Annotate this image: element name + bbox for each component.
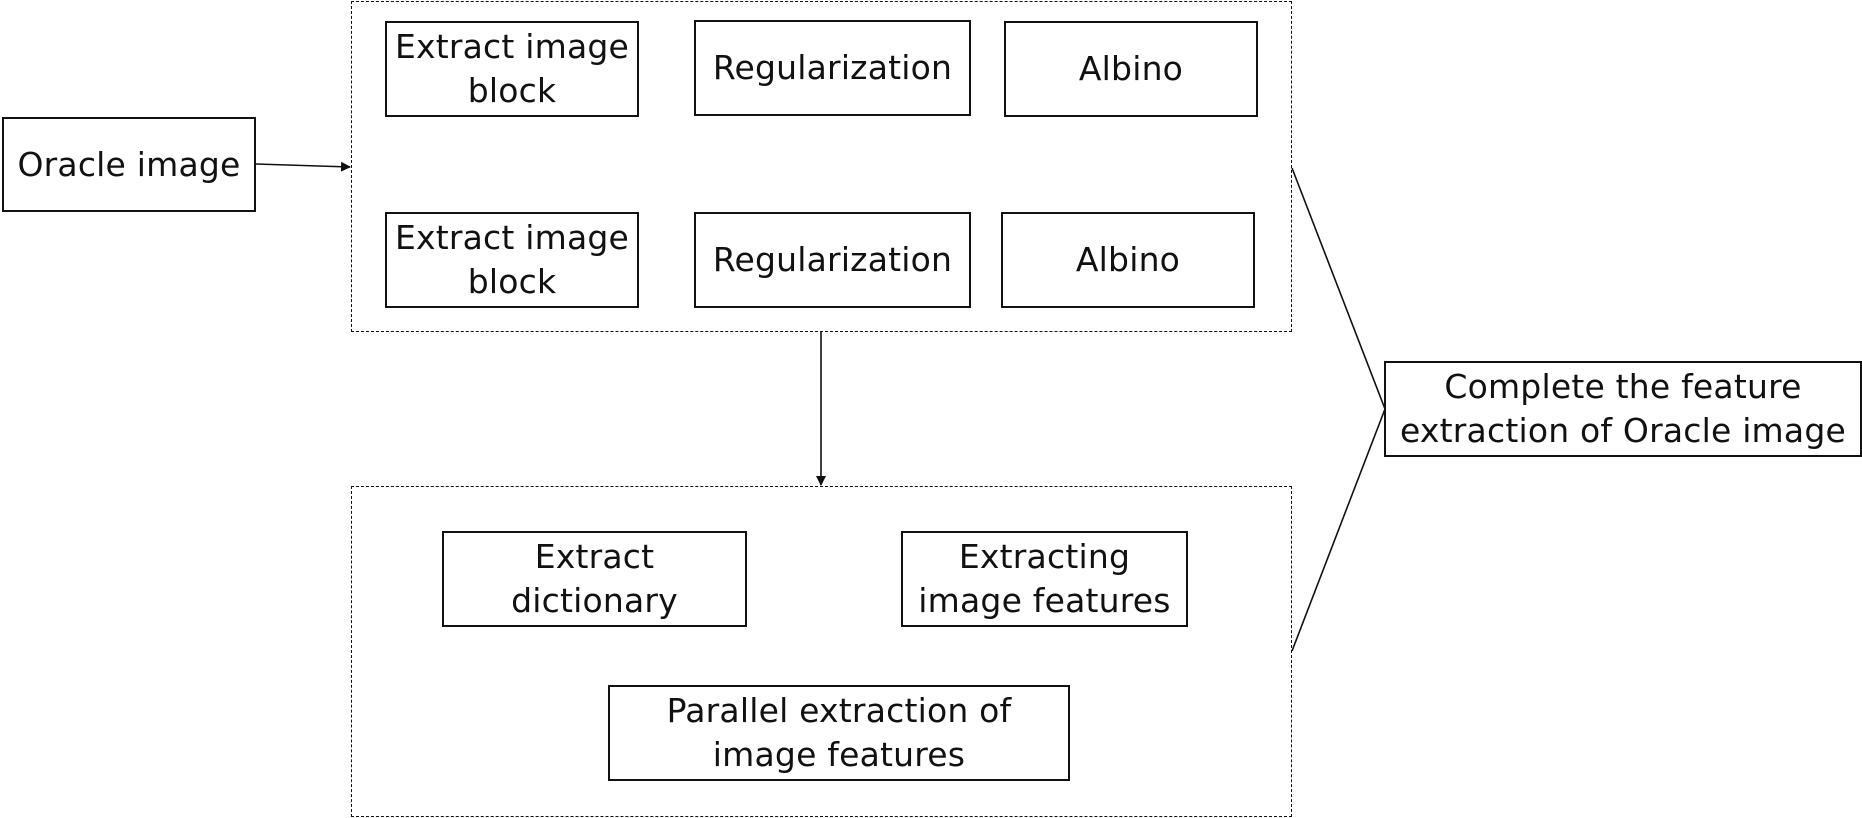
preprocessing-group (351, 1, 1292, 332)
extract-image-block-node-1: Extract image block (385, 21, 639, 117)
connector-features-to-result (1291, 408, 1386, 652)
albino-node-1: Albino (1004, 21, 1258, 117)
regularization-node-1: Regularization (694, 20, 971, 116)
oracle-image-node: Oracle image (2, 117, 256, 212)
extract-dictionary-node: Extract dictionary (442, 531, 747, 627)
regularization-node-2: Regularization (694, 212, 971, 308)
complete-feature-extraction-node: Complete the feature extraction of Oracl… (1384, 361, 1862, 457)
extract-image-block-node-2: Extract image block (385, 212, 639, 308)
parallel-extraction-node: Parallel extraction of image features (608, 685, 1070, 781)
feature-group (351, 486, 1292, 817)
arrow-oracle-to-preprocessing (255, 161, 351, 172)
extracting-image-features-node: Extracting image features (901, 531, 1188, 627)
albino-node-2: Albino (1001, 212, 1255, 308)
connector-preprocessing-to-result (1291, 167, 1386, 410)
